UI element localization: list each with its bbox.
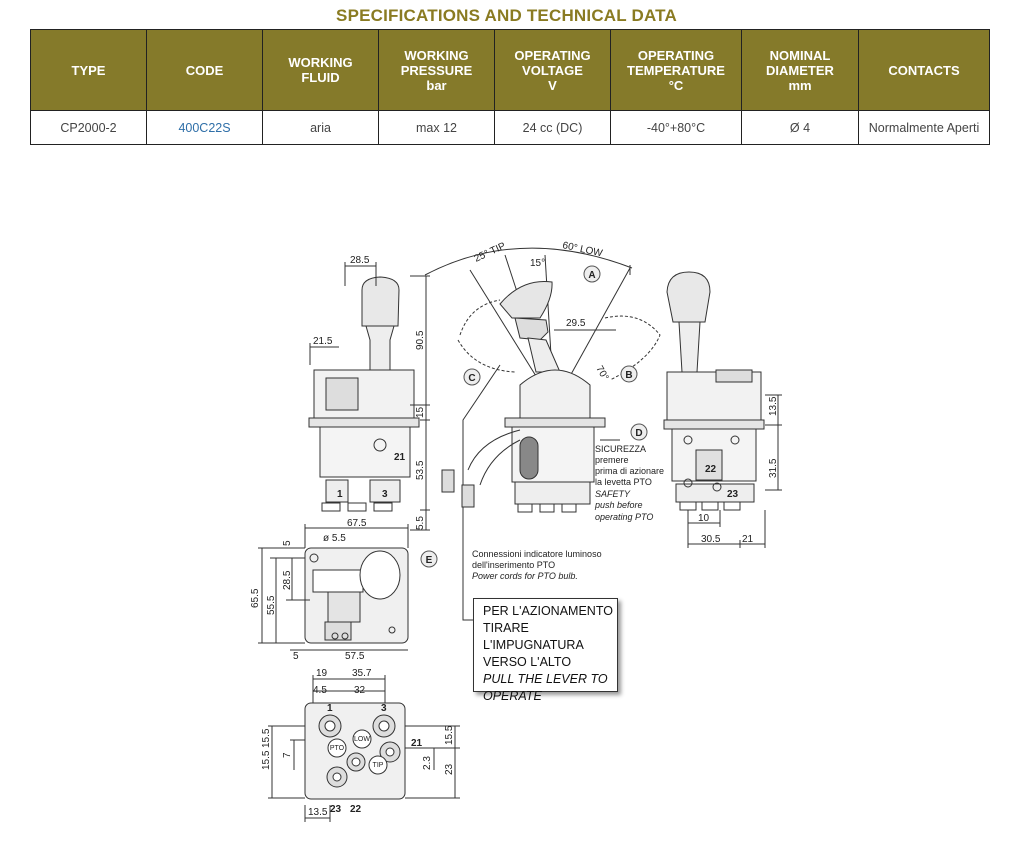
- dim-label: 21.5: [313, 336, 333, 347]
- callout-b-marker: [620, 365, 638, 383]
- dim-label: 10: [698, 513, 710, 524]
- port-3-bottom: 3: [381, 703, 387, 714]
- dim-label: 4.5: [313, 685, 327, 696]
- cell-diameter: Ø 4: [741, 110, 859, 145]
- dim-label: 15.5: [261, 750, 272, 770]
- dim-label: 32: [354, 685, 366, 696]
- header-code: CODE: [146, 29, 263, 111]
- port-23-bottom: 23: [330, 804, 342, 815]
- dim-label: 15.5: [444, 725, 455, 745]
- cell-fluid: aria: [262, 110, 379, 145]
- dim-label: 29.5: [566, 318, 586, 329]
- safety-note: la levetta PTO: [595, 477, 652, 487]
- cell-code-link[interactable]: 400C22S: [146, 110, 263, 145]
- angle-15: 15°: [530, 258, 545, 269]
- cell-pressure: max 12: [378, 110, 495, 145]
- connections-note: dell'inserimento PTO: [472, 560, 555, 570]
- cell-contacts: Normalmente Aperti: [858, 110, 990, 145]
- callout-c-marker: [463, 368, 481, 386]
- cell-temperature: -40°+80°C: [610, 110, 742, 145]
- operate-line: TIRARE L'IMPUGNATURA: [483, 621, 584, 652]
- dim-label: 28.5: [282, 570, 293, 590]
- dim-label: 15: [415, 406, 426, 418]
- dim-label: 21: [742, 534, 754, 545]
- safety-note: premere: [595, 455, 629, 465]
- port-21-bottom: 21: [411, 738, 423, 749]
- safety-note: SICUREZZA: [595, 444, 646, 454]
- port-3-side: 3: [382, 489, 388, 500]
- angle-tip: 25° TIP: [473, 241, 508, 265]
- operate-line: PULL THE LEVER TO: [483, 672, 608, 686]
- tip-label: TIP: [373, 762, 384, 769]
- dim-label: 28.5: [350, 255, 370, 266]
- callout-a-marker: [583, 265, 601, 283]
- dim-label: 7: [282, 752, 293, 758]
- safety-note: push before: [594, 500, 643, 510]
- callout-d-marker: [630, 423, 648, 441]
- callout-b: B: [625, 370, 632, 381]
- dim-label: 5.5: [415, 516, 426, 530]
- callout-e-marker: [420, 550, 438, 568]
- front-view: [424, 247, 661, 621]
- side-view: [308, 276, 420, 512]
- callout-e: E: [426, 555, 433, 566]
- dim-label: 5: [293, 651, 299, 662]
- callout-c: C: [468, 373, 475, 384]
- dim-label: 13.5: [768, 396, 779, 416]
- rear-view: [663, 271, 765, 511]
- dim-label: 57.5: [345, 651, 365, 662]
- low-label: LOW: [354, 736, 370, 743]
- dim-label: 90.5: [415, 330, 426, 350]
- header-contacts: CONTACTS: [858, 29, 990, 111]
- table-row: CP2000-2 400C22S aria max 12 24 cc (DC) …: [30, 110, 990, 145]
- callout-d: D: [635, 428, 642, 439]
- top-view: [304, 547, 409, 644]
- dim-label: 65.5: [250, 588, 261, 608]
- operate-instruction-box: PER L'AZIONAMENTO TIRARE L'IMPUGNATURA V…: [473, 598, 618, 703]
- operate-line: PER L'AZIONAMENTO: [483, 604, 613, 618]
- port-22-bottom: 22: [350, 804, 362, 815]
- cell-voltage: 24 cc (DC): [494, 110, 611, 145]
- dim-label: 67.5: [347, 518, 367, 529]
- safety-note: operating PTO: [595, 512, 653, 522]
- port-1-side: 1: [337, 489, 343, 500]
- pto-label: PTO: [330, 745, 345, 752]
- dim-label: 13.5: [308, 807, 328, 818]
- dim-label: 55.5: [266, 595, 277, 615]
- angle-70: 70°: [593, 364, 610, 383]
- operate-line: OPERATE: [483, 689, 542, 703]
- angle-low: 60° LOW: [561, 240, 604, 259]
- dim-label: 53.5: [415, 460, 426, 480]
- port-22-rear: 22: [705, 464, 717, 475]
- callout-a: A: [588, 270, 595, 281]
- dim-label: 30.5: [701, 534, 721, 545]
- port-23-rear: 23: [727, 489, 739, 500]
- dim-label: 31.5: [768, 458, 779, 478]
- port-1-bottom: 1: [327, 703, 333, 714]
- port-21-side: 21: [394, 452, 406, 463]
- cell-type: CP2000-2: [30, 110, 147, 145]
- dim-label: 23: [444, 763, 455, 775]
- dim-label: 35.7: [352, 668, 372, 679]
- dim-label: 2.3: [422, 756, 433, 770]
- dim-label: ø 5.5: [323, 533, 346, 544]
- page-title: SPECIFICATIONS AND TECHNICAL DATA: [336, 6, 677, 25]
- operate-line: VERSO L'ALTO: [483, 655, 572, 669]
- bottom-view: [304, 702, 406, 800]
- connections-note: Connessioni indicatore luminoso: [472, 549, 602, 559]
- connections-note: Power cords for PTO bulb.: [472, 571, 578, 581]
- safety-note: prima di azionare: [595, 466, 664, 476]
- safety-note: SAFETY: [595, 489, 631, 499]
- dim-label: 19: [316, 668, 328, 679]
- dim-label: 5: [282, 540, 293, 546]
- dim-label: 15.5: [261, 728, 272, 748]
